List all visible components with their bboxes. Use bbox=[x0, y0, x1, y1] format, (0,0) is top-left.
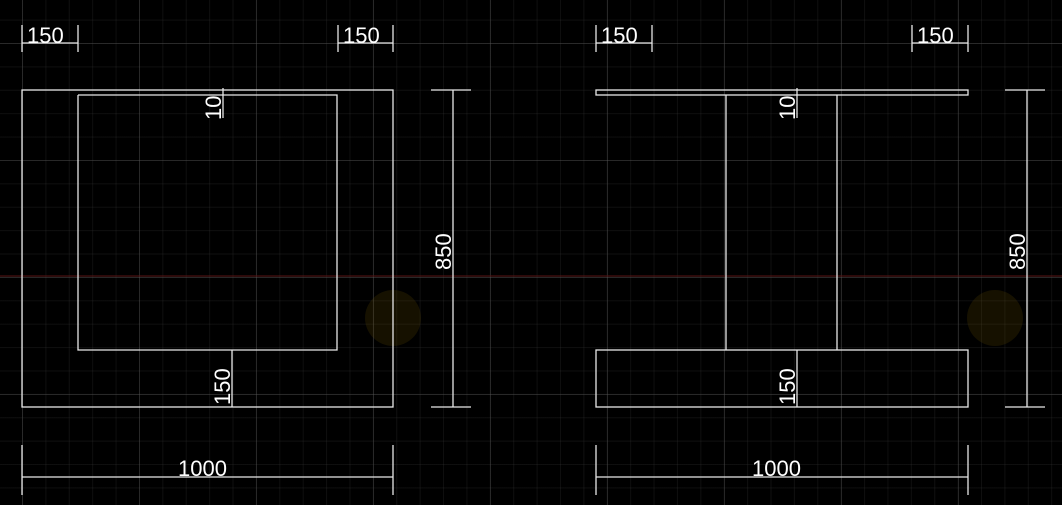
watermark-logo bbox=[967, 290, 1023, 346]
top-right-dim-label: 150 bbox=[917, 23, 954, 48]
gap-dim-label: 150 bbox=[210, 368, 235, 405]
top-right-dim-label: 150 bbox=[343, 23, 380, 48]
width-dim-label: 1000 bbox=[178, 456, 227, 481]
bottom-flange bbox=[595, 349, 969, 408]
top-left-dim-label: 150 bbox=[601, 23, 638, 48]
thickness-dim-label: 10 bbox=[775, 96, 800, 120]
thickness-dim-label: 10 bbox=[201, 96, 226, 120]
width-dim-label: 1000 bbox=[752, 456, 801, 481]
outer-outline bbox=[21, 89, 394, 408]
top-flange bbox=[595, 89, 969, 96]
left-section: 10 150 150 150 850 1000 bbox=[21, 23, 471, 495]
inner-outline bbox=[77, 94, 338, 351]
height-dim-label: 850 bbox=[1005, 233, 1030, 270]
top-left-dim-label: 150 bbox=[27, 23, 64, 48]
gap-dim-label: 150 bbox=[775, 368, 800, 405]
right-section: 10 150 150 150 850 1000 bbox=[595, 23, 1045, 495]
height-dim-label: 850 bbox=[431, 233, 456, 270]
